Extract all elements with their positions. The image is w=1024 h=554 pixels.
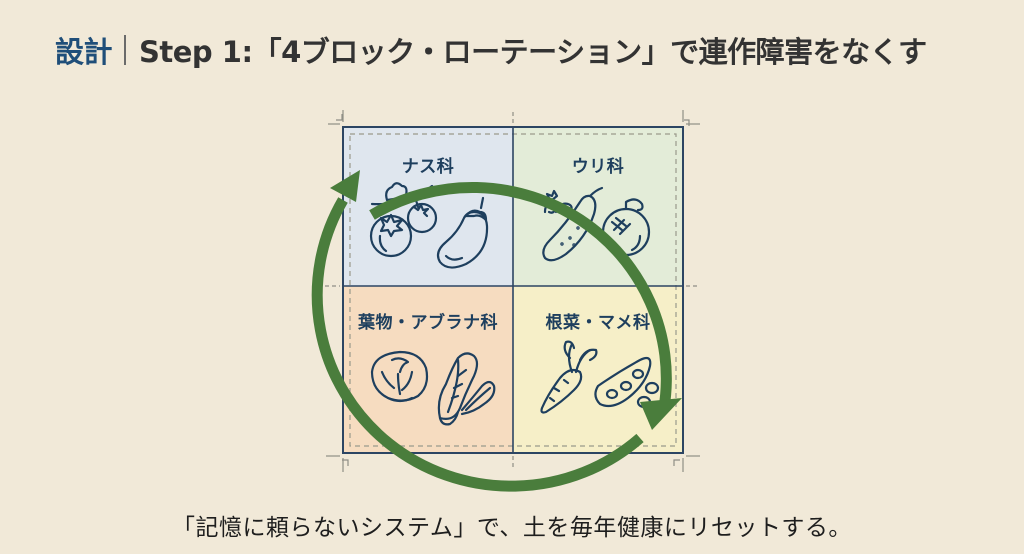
page-title: 設計 Step 1:「4ブロック・ローテーション」で連作障害をなくす: [55, 28, 927, 72]
block-label-bottom-right: 根菜・マメ科: [545, 313, 651, 333]
title-text: Step 1:「4ブロック・ローテーション」で連作障害をなくす: [139, 35, 927, 69]
section-tag: 設計: [55, 35, 113, 69]
rotation-arc-lower: [311, 197, 644, 492]
block-label-bottom-left: 葉物・アブラナ科: [358, 313, 498, 333]
block-label-top-right: ウリ科: [571, 157, 625, 177]
crop-marks: [325, 110, 700, 472]
caption: 「記憶に頼らないシステム」で、土を毎年健康にリセットする。: [172, 515, 852, 541]
rotation-arrowhead-upper-left: [330, 170, 360, 202]
rotation-arrowhead-lower-right: [640, 398, 682, 430]
cabbage-icon: [370, 350, 429, 403]
title-divider: [124, 35, 127, 65]
eggplant-icon: [436, 196, 489, 269]
block-label-top-left: ナス科: [401, 157, 455, 177]
rotation-arc-upper: [369, 181, 672, 409]
block-top-right-bg: [513, 127, 683, 286]
carrot-icon: [540, 340, 598, 414]
rotation-arrows: [311, 170, 682, 492]
bok-choy-icon: [437, 352, 496, 426]
